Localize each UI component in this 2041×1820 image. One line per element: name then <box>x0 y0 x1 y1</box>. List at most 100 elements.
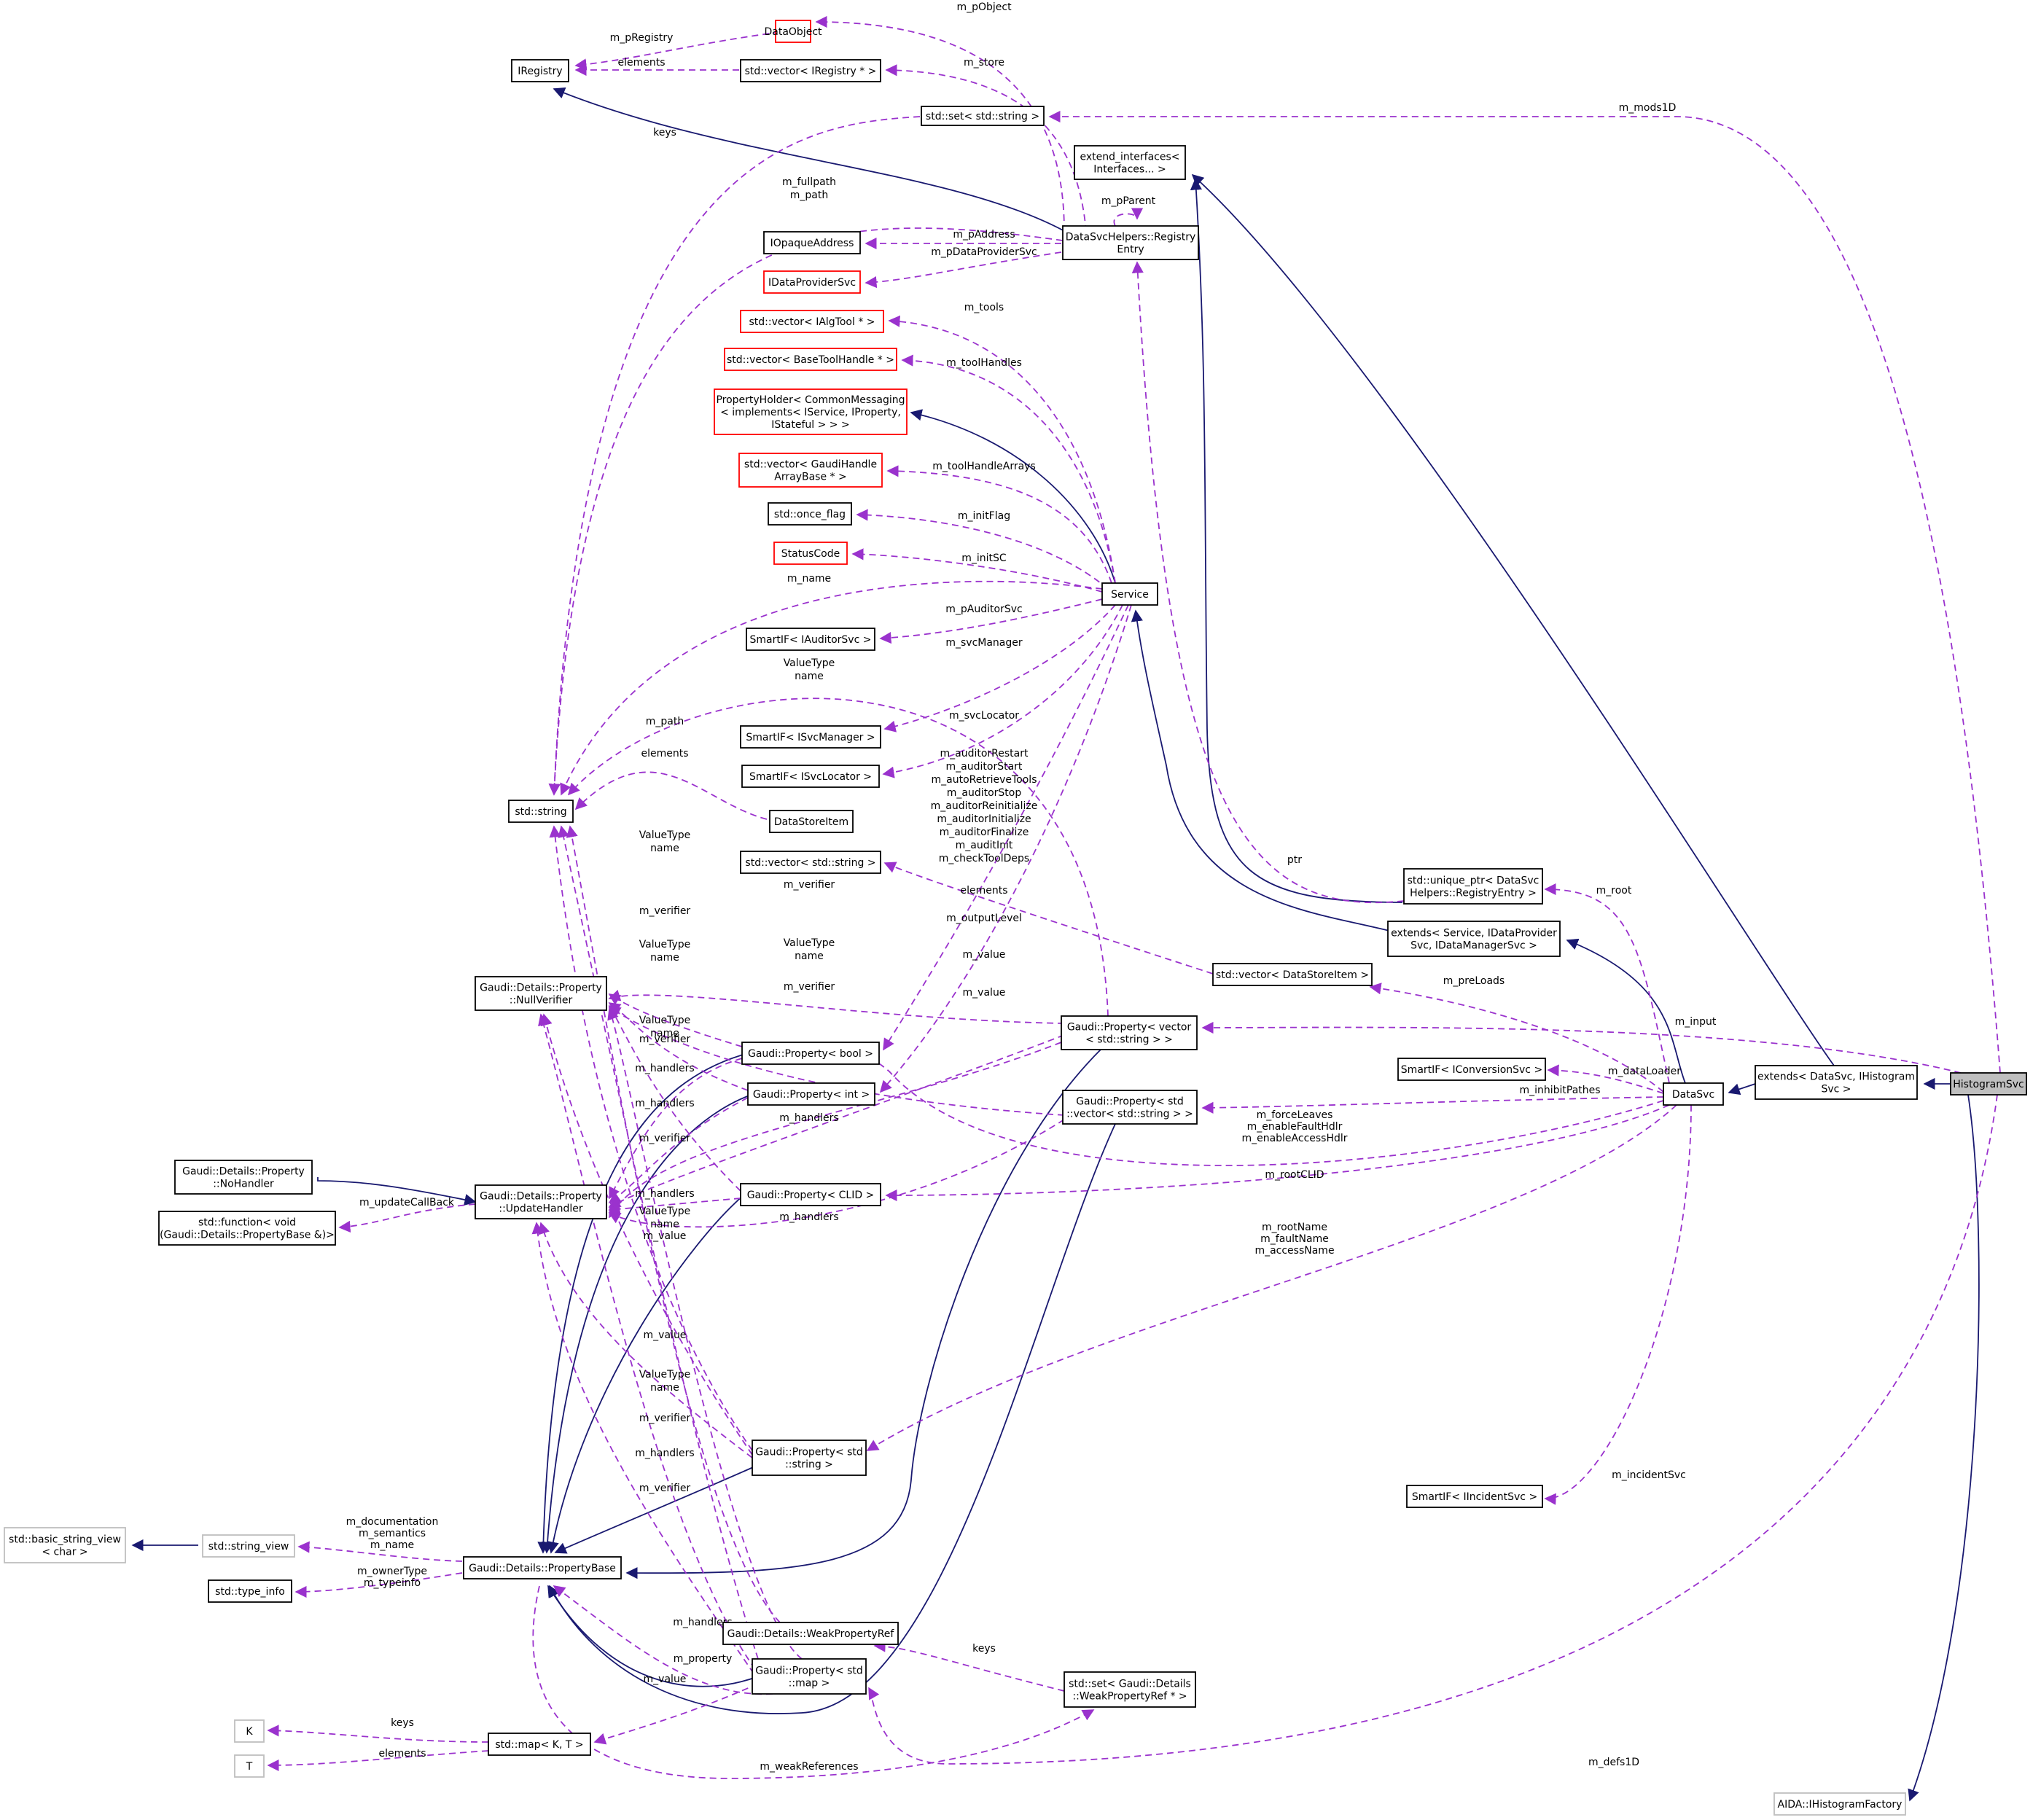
class-node-propbool[interactable]: Gaudi::Property< bool > <box>741 1042 880 1065</box>
class-node-dataobject[interactable]: DataObject <box>764 20 822 43</box>
class-node-vecbasetoolhandle[interactable]: std::vector< BaseToolHandle * > <box>724 348 897 371</box>
class-node-label: ::UpdateHandler <box>499 1203 583 1215</box>
edge-label: m_auditorReinitialize <box>931 800 1038 812</box>
class-node-propint[interactable]: Gaudi::Property< int > <box>747 1082 875 1106</box>
edge-label: m_handlers <box>779 1211 838 1223</box>
class-node-ihistogramfactory[interactable]: AIDA::IHistogramFactory <box>1773 1792 1906 1816</box>
usage-edge-to-PropInt <box>879 604 1132 1093</box>
class-node-label: std::function< void <box>198 1217 296 1229</box>
class-node-k[interactable]: K <box>234 1719 265 1743</box>
edge-label: ValueType <box>784 937 835 949</box>
usage-edge-to-IDataProviderSvc <box>865 251 1062 289</box>
edge-label: name <box>650 1028 679 1039</box>
class-node-setstring[interactable]: std::set< std::string > <box>921 106 1045 126</box>
class-node-registryentry[interactable]: DataSvcHelpers::RegistryEntry <box>1062 225 1199 260</box>
class-node-smartifsvclocator[interactable]: SmartIF< ISvcLocator > <box>741 765 880 788</box>
inherit-edge-to-PropertyBase <box>625 1049 1101 1579</box>
usage-edge-to-VecBaseToolHandle <box>901 354 1116 584</box>
class-node-stdstring[interactable]: std::string <box>508 800 574 823</box>
class-node-veciregistry[interactable]: std::vector< IRegistry * > <box>740 59 881 82</box>
usage-edge-to-UpdateHandler <box>538 1222 753 1458</box>
class-node-stdfunction[interactable]: std::function< void(Gaudi::Details::Prop… <box>158 1211 336 1246</box>
class-node-uniqueptr[interactable]: std::unique_ptr< DataSvcHelpers::Registr… <box>1403 868 1543 905</box>
class-node-propertybase[interactable]: Gaudi::Details::PropertyBase <box>463 1556 622 1579</box>
edge-label: name <box>650 1219 679 1230</box>
class-node-label: extends< Service, IDataProvider <box>1391 928 1557 940</box>
class-node-label: std::map< K, T > <box>495 1739 583 1751</box>
class-node-stringview[interactable]: std::string_view <box>202 1534 295 1558</box>
usage-edge-to-StdString <box>574 771 768 820</box>
class-node-datasvc[interactable]: DataSvc <box>1663 1082 1724 1106</box>
class-node-idataprovidersvc[interactable]: IDataProviderSvc <box>763 270 861 294</box>
inherit-edge-to-PropertyBase <box>547 1585 759 1687</box>
class-node-label: Gaudi::Property< CLID > <box>747 1190 875 1201</box>
class-node-histogramsvc[interactable]: HistogramSvc <box>1950 1072 2027 1095</box>
edge-label: m_value <box>963 949 1006 961</box>
class-node-typeinfo[interactable]: std::type_info <box>208 1579 292 1603</box>
class-node-label: IDataProviderSvc <box>768 277 856 289</box>
class-node-propstdvecstring[interactable]: Gaudi::Property< std::vector< std::strin… <box>1062 1090 1198 1125</box>
class-node-propmap[interactable]: Gaudi::Property< std::map > <box>752 1658 867 1695</box>
edge-label: m_name <box>787 573 831 585</box>
class-node-extendsservice[interactable]: extends< Service, IDataProviderSvc, IDat… <box>1387 921 1561 957</box>
class-node-smartifsvcmanager[interactable]: SmartIF< ISvcManager > <box>740 725 881 749</box>
edge-label: keys <box>653 127 676 138</box>
edge-label: m_semantics <box>359 1528 426 1539</box>
class-node-label: ::string > <box>785 1459 833 1471</box>
class-node-iopaqueaddress[interactable]: IOpaqueAddress <box>763 231 861 254</box>
class-node-smartifconversion[interactable]: SmartIF< IConversionSvc > <box>1397 1058 1546 1081</box>
edge-label: keys <box>391 1717 414 1729</box>
class-node-label: SmartIF< ISvcLocator > <box>749 771 872 783</box>
edge-label: ValueType <box>639 1206 691 1217</box>
edge-label: m_initSC <box>961 552 1007 564</box>
class-node-weakpropertyref[interactable]: Gaudi::Details::WeakPropertyRef <box>722 1622 899 1645</box>
class-node-propstdstring[interactable]: Gaudi::Property< std::string > <box>752 1440 867 1476</box>
class-node-iregistry[interactable]: IRegistry <box>511 59 569 82</box>
class-node-vecstdstring[interactable]: std::vector< std::string > <box>740 851 881 874</box>
class-node-statuscode[interactable]: StatusCode <box>773 542 848 565</box>
class-node-setweakpropertyref[interactable]: std::set< Gaudi::Details::WeakPropertyRe… <box>1064 1671 1196 1708</box>
class-node-nullverifier[interactable]: Gaudi::Details::Property::NullVerifier <box>475 976 607 1011</box>
class-node-vecdatastoreitem[interactable]: std::vector< DataStoreItem > <box>1212 963 1373 986</box>
class-node-smartifincident[interactable]: SmartIF< IIncidentSvc > <box>1406 1485 1543 1508</box>
usage-edge-to-PropertyBase <box>553 1585 773 1695</box>
class-node-propclid[interactable]: Gaudi::Property< CLID > <box>740 1183 881 1206</box>
usage-edge-to-PropMap <box>868 1094 1998 1765</box>
edge-label: m_pAuditorSvc <box>945 604 1022 615</box>
class-node-t[interactable]: T <box>234 1754 265 1778</box>
class-node-nohandler[interactable]: Gaudi::Details::Property::NoHandler <box>174 1160 313 1195</box>
edge-label: m_checkToolDeps <box>939 853 1029 864</box>
edge-label: m_rootCLID <box>1265 1169 1324 1181</box>
class-node-basicstringview[interactable]: std::basic_string_view< char > <box>4 1527 126 1563</box>
class-node-smartifauditor[interactable]: SmartIF< IAuditorSvc > <box>746 628 875 651</box>
class-node-label: Svc, IDataManagerSvc > <box>1410 940 1537 952</box>
edge-label: name <box>650 952 679 964</box>
usage-edge-to-VecIAlgTool <box>888 315 1116 584</box>
edge-label: m_mods1D <box>1619 102 1677 114</box>
class-node-label: DataSvc <box>1672 1089 1714 1101</box>
inherit-edge-to-IHistogramFactory <box>1908 1094 1980 1802</box>
class-node-service[interactable]: Service <box>1101 582 1158 606</box>
class-node-propertyholder[interactable]: PropertyHolder< CommonMessaging< impleme… <box>714 388 908 435</box>
class-node-datastoreitem[interactable]: DataStoreItem <box>769 810 854 833</box>
class-node-vecialgtool[interactable]: std::vector< IAlgTool * > <box>740 310 884 333</box>
edge-label: m_verifier <box>639 1413 691 1424</box>
class-node-label: Gaudi::Property< std <box>755 1665 863 1677</box>
class-node-updatehandler[interactable]: Gaudi::Details::Property::UpdateHandler <box>475 1184 607 1219</box>
usage-edge-to-StdString <box>548 227 1064 796</box>
class-node-propvecstring[interactable]: Gaudi::Property< vector< std::string > > <box>1061 1015 1198 1050</box>
edge-label: name <box>795 950 824 962</box>
usage-edge-to-UniquePtr <box>1544 883 1670 1084</box>
class-node-extendinterfaces[interactable]: extend_interfaces<Interfaces... > <box>1074 145 1186 180</box>
class-node-label: Interfaces... > <box>1093 164 1166 176</box>
usage-edge-to-VecStdString <box>883 862 1214 975</box>
edge-label: m_pAddress <box>953 229 1015 241</box>
edge-label: m_toolHandleArrays <box>932 461 1036 472</box>
class-node-stdmap[interactable]: std::map< K, T > <box>488 1733 591 1756</box>
inherit-edge-to-ExtendsService <box>1566 938 1686 1084</box>
class-node-onceflag[interactable]: std::once_flag <box>768 502 852 526</box>
usage-edge-to-RegistryEntry <box>1131 261 1405 904</box>
